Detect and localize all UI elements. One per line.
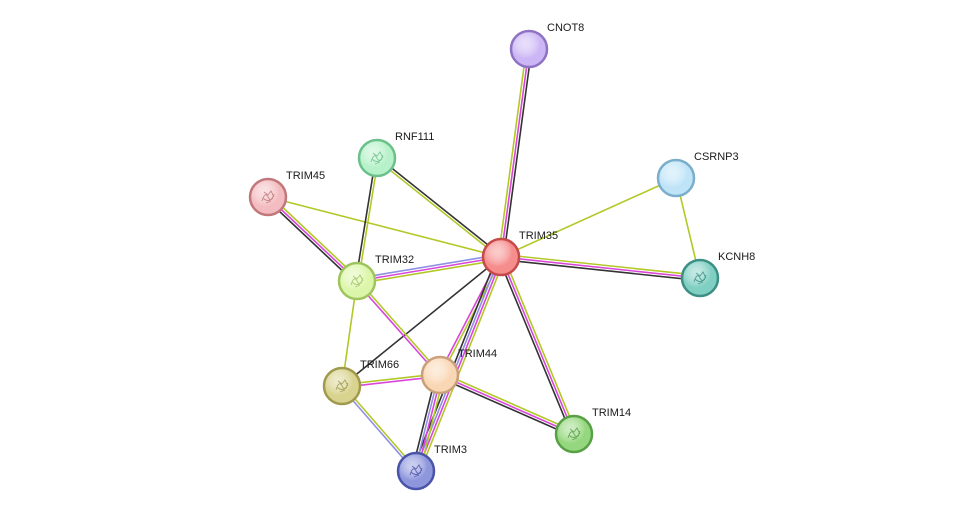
edge-evidence-line (500, 256, 701, 279)
node-trim14[interactable]: TRIM14 (554, 407, 631, 454)
edge-trim35-csrnp3[interactable] (500, 177, 677, 258)
node-label: TRIM35 (519, 230, 558, 242)
edge-evidence-line (438, 376, 574, 438)
node-label: TRIM3 (434, 444, 467, 456)
edge-trim35-trim14[interactable] (497, 255, 578, 436)
edge-evidence-line (355, 281, 440, 377)
node-csrnp3[interactable]: CSRNP3 (656, 151, 739, 198)
edge-evidence-line (265, 198, 357, 284)
edge-evidence-line (375, 158, 501, 259)
node-label: TRIM44 (458, 348, 497, 360)
protein-structure-icon (567, 427, 581, 441)
edge-evidence-line (356, 256, 502, 282)
edge-evidence-line (439, 374, 575, 435)
edge-evidence-line (268, 194, 360, 280)
edge-evidence-line (499, 258, 701, 282)
node-circle (420, 355, 460, 395)
edge-evidence-line (341, 256, 502, 387)
edge-evidence-line (377, 156, 503, 257)
edge-evidence-line (418, 257, 506, 474)
node-label: RNF111 (395, 131, 434, 143)
node-label: KCNH8 (718, 251, 755, 263)
node-trim66[interactable]: TRIM66 (322, 359, 399, 406)
node-label: TRIM45 (286, 170, 325, 182)
node-trim32[interactable]: TRIM32 (337, 254, 414, 301)
edge-trim35-trim32[interactable] (355, 253, 503, 285)
node-rnf111[interactable]: RNF111 (357, 131, 434, 178)
node-trim45[interactable]: TRIM45 (248, 170, 325, 217)
edge-evidence-line (500, 48, 530, 258)
protein-structure-icon (693, 271, 707, 285)
edge-evidence-line (416, 256, 504, 473)
edge-rnf111-trim32[interactable] (354, 156, 380, 283)
edge-evidence-line (356, 258, 503, 285)
edge-evidence-line (500, 177, 677, 258)
edge-trim35-kcnh8[interactable] (499, 253, 702, 282)
edge-evidence-line (500, 253, 702, 277)
edge-trim35-cnot8[interactable] (497, 47, 533, 259)
node-kcnh8[interactable]: KCNH8 (680, 251, 755, 298)
protein-structure-icon (409, 464, 423, 478)
node-trim44[interactable]: TRIM44 (420, 348, 497, 395)
node-circle (509, 29, 549, 69)
node-trim3[interactable]: TRIM3 (396, 444, 467, 491)
edge-trim35-rnf111[interactable] (375, 156, 503, 259)
edge-evidence-line (502, 48, 533, 259)
node-label: TRIM66 (360, 359, 399, 371)
edge-evidence-line (267, 196, 502, 258)
edge-evidence-line (497, 257, 573, 436)
protein-structure-icon (335, 379, 349, 393)
edge-evidence-line (354, 156, 377, 282)
edge-evidence-line (355, 253, 502, 280)
protein-structure-icon (350, 274, 364, 288)
node-label: TRIM14 (592, 407, 631, 419)
edge-evidence-line (497, 47, 528, 258)
edge-evidence-line (357, 157, 380, 283)
node-circle (481, 237, 521, 277)
edge-trim44-trim14[interactable] (438, 371, 576, 438)
protein-structure-icon (370, 151, 384, 165)
edge-evidence-line (267, 196, 358, 282)
edge-trim35-trim66[interactable] (341, 256, 502, 387)
edge-evidence-line (440, 371, 576, 433)
node-cnot8[interactable]: CNOT8 (509, 22, 584, 69)
protein-structure-icon (261, 190, 275, 204)
node-label: CNOT8 (547, 22, 584, 34)
node-label: CSRNP3 (694, 151, 739, 163)
node-circle (656, 158, 696, 198)
edge-trim32-trim44[interactable] (355, 279, 442, 377)
edge-trim35-trim45[interactable] (267, 196, 502, 258)
edge-evidence-line (500, 256, 575, 435)
node-label: TRIM32 (375, 254, 414, 266)
node-trim35[interactable]: TRIM35 (481, 230, 558, 277)
edge-evidence-line (357, 279, 442, 375)
edge-trim45-trim32[interactable] (265, 194, 360, 284)
edge-evidence-line (502, 255, 578, 434)
